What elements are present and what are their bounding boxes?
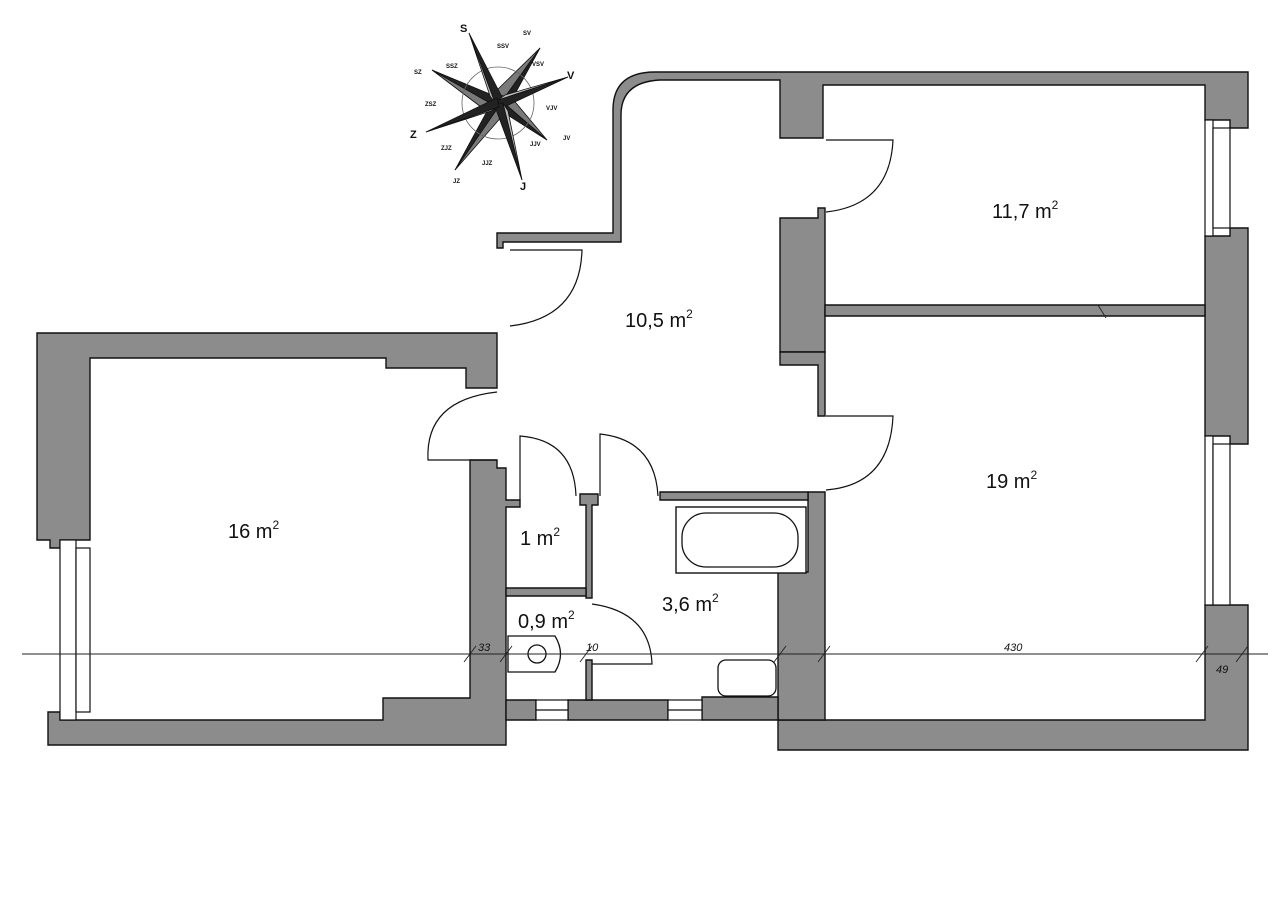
left-lower-wall: [47, 459, 521, 746]
dimension-line: 33 10 430 49: [22, 304, 1268, 676]
compass-rose: S V J Z SV JV JZ SZ SSV VSV VJV JJV JJZ …: [410, 23, 575, 193]
partition-bedrooms: [824, 304, 1206, 317]
partition-hall-bedroom: [779, 207, 826, 353]
compass-zjz-label: ZJZ: [441, 146, 452, 152]
window-room-b: [1212, 443, 1231, 606]
compass-s-label: S: [460, 23, 467, 35]
door-wc: [519, 435, 577, 500]
dimension-10-label: 10: [586, 642, 599, 654]
door-bedroom: [825, 139, 894, 213]
compass-jz-label: JZ: [453, 179, 460, 185]
wc-partition-right: [579, 493, 599, 599]
room-labels: 10,5 m2 11,7 m2 16 m2 19 m2 1 m2 3,6 m2 …: [228, 198, 1059, 633]
compass-star-icon: [425, 32, 569, 181]
windows: [59, 119, 1231, 721]
toilet-fixture: [507, 635, 562, 673]
wc-closet-divider: [505, 587, 587, 597]
partition-hall-room: [779, 351, 826, 417]
bathtub-basin: [681, 512, 799, 568]
door-room: [825, 415, 894, 491]
door-living: [427, 391, 498, 461]
dimension-49-label: 49: [1216, 664, 1228, 676]
right-outer-wall: [1204, 227, 1249, 445]
right-lower-wall: [777, 604, 1249, 751]
wc-area-label: 1 m2: [520, 525, 560, 550]
compass-zsz-label: ZSZ: [425, 102, 437, 108]
hall-area-label: 10,5 m2: [625, 307, 693, 332]
compass-ssv-label: SSV: [497, 44, 509, 50]
compass-z-label: Z: [410, 129, 417, 141]
compass-ssz-label: SSZ: [446, 64, 458, 70]
living-area-label: 16 m2: [228, 518, 279, 543]
top-outer-wall: [496, 71, 1249, 249]
window-living-b: [75, 547, 91, 713]
bottom-corridor-wall-b: [567, 699, 669, 721]
bedroom-area-label: 11,7 m2: [992, 198, 1059, 223]
closet-area-label: 0,9 m2: [518, 608, 575, 633]
dimension-33-label: 33: [478, 642, 491, 654]
compass-v-label: V: [567, 70, 575, 82]
bathtub: [675, 506, 807, 574]
compass-sz-label: SZ: [414, 70, 422, 76]
door-entrance: [509, 249, 583, 327]
bottom-corridor-wall-c: [701, 696, 779, 721]
bottom-corridor-wall-a: [505, 699, 537, 721]
bath-top-wall: [659, 491, 809, 501]
washbasin: [717, 659, 777, 697]
doors: [427, 139, 894, 665]
window-room-a: [1204, 435, 1214, 606]
compass-vjv-label: VJV: [546, 106, 557, 112]
window-bedroom-b: [1212, 127, 1231, 229]
left-outer-wall: [36, 332, 498, 549]
compass-vsv-label: VSV: [532, 62, 544, 68]
compass-j-label: J: [520, 181, 526, 193]
compass-jjz-label: JJZ: [482, 161, 493, 167]
compass-jjv-label: JJV: [530, 142, 541, 148]
window-bedroom-a: [1204, 119, 1214, 237]
door-closet: [591, 603, 653, 665]
compass-sv-label: SV: [523, 31, 531, 37]
room-area-label: 19 m2: [986, 468, 1037, 493]
window-living-a: [59, 539, 77, 721]
compass-jv-label: JV: [563, 136, 570, 142]
closet-stub: [585, 659, 593, 701]
dimension-430-label: 430: [1004, 642, 1023, 654]
walls: [36, 71, 1249, 751]
bathroom-area-label: 3,6 m2: [662, 591, 719, 616]
door-bath: [599, 433, 659, 497]
